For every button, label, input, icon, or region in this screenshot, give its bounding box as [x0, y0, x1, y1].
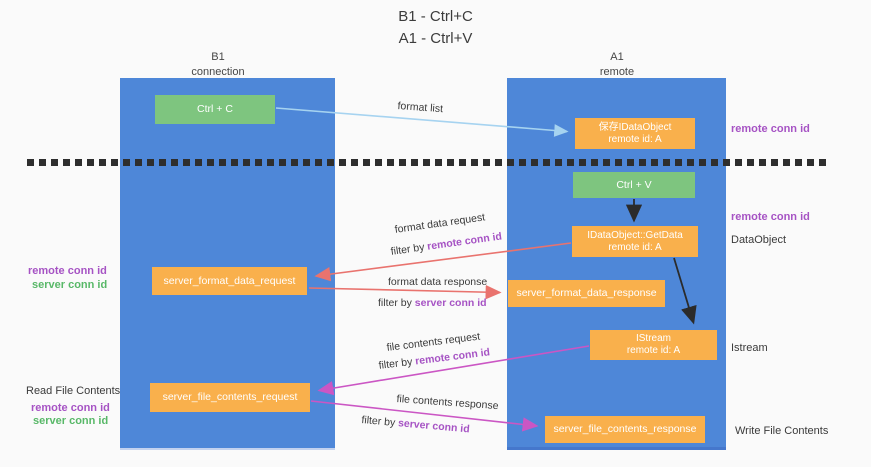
getdata-line1: IDataObject::GetData [587, 229, 683, 241]
write-file-contents-label: Write File Contents [735, 425, 829, 437]
filter-by-remote-label-1: filter by remote conn id [390, 230, 503, 257]
right-column-header: A1 remote [557, 50, 677, 80]
file-response-label: server_file_contents_response [553, 423, 697, 436]
left-remote-conn-id-bottom: remote conn id [31, 402, 110, 414]
filter-prefix-1: filter by [390, 240, 429, 258]
left-server-conn-id-mid: server conn id [32, 279, 108, 291]
diagram-title: B1 - Ctrl+C A1 - Ctrl+V [0, 6, 871, 50]
title-line-1: B1 - Ctrl+C [398, 8, 473, 25]
save-idataobject-line1: 保存IDataObject [598, 121, 672, 133]
server-format-data-request-box: server_format_data_request [152, 267, 307, 295]
save-idataobject-line2: remote id: A [608, 133, 662, 145]
filter-prefix-3: filter by [378, 355, 416, 372]
server-file-contents-response-box: server_file_contents_response [545, 416, 705, 443]
ctrl-c-label: Ctrl + C [197, 103, 233, 116]
file-contents-response-label: file contents response [396, 393, 499, 413]
left-remote-conn-id-mid: remote conn id [28, 265, 107, 277]
format-data-request-label: format data request [394, 211, 486, 236]
filter-remote-1: remote conn id [426, 230, 503, 253]
filter-prefix-4: filter by [360, 414, 399, 430]
right-remote-conn-id-top: remote conn id [731, 123, 810, 135]
file-request-label: server_file_contents_request [162, 391, 298, 404]
left-header-role: connection [191, 65, 245, 78]
filter-remote-2: remote conn id [414, 346, 491, 368]
format-data-response-arrow [308, 284, 502, 300]
title-line-2: A1 - Ctrl+V [398, 29, 473, 47]
istream-line1: IStream [635, 333, 671, 344]
format-request-label: server_format_data_request [163, 274, 296, 287]
server-file-contents-request-box: server_file_contents_request [150, 383, 310, 412]
ctrl-v-label: Ctrl + V [616, 178, 652, 191]
right-header-role: remote [599, 65, 635, 78]
left-header-name: B1 [211, 51, 225, 63]
getdata-line2: remote id: A [608, 241, 662, 253]
read-file-contents-label: Read File Contents [26, 385, 121, 397]
ctrl-v-box: Ctrl + V [573, 172, 695, 198]
save-idataobject-box: 保存IDataObject remote id: A [575, 118, 695, 149]
ctrl-c-box: Ctrl + C [155, 95, 275, 124]
left-server-conn-id-bottom: server conn id [33, 415, 109, 427]
format-list-label: format list [397, 100, 444, 116]
istream-line2: remote id: A [626, 345, 681, 356]
server-format-data-response-box: server_format_data_response [508, 280, 665, 307]
right-header-name: A1 [610, 51, 624, 63]
filter-by-server-label-2: filter by server conn id [361, 414, 470, 435]
filter-prefix-2: filter by [378, 297, 415, 309]
idataobject-getdata-box: IDataObject::GetData remote id: A [572, 226, 698, 257]
filter-by-server-label-1: filter by server conn id [378, 297, 487, 309]
dataobject-label: DataObject [731, 234, 787, 246]
right-remote-conn-id-mid: remote conn id [731, 211, 810, 223]
format-data-response-label: format data response [388, 276, 488, 288]
istream-side-label: Istream [731, 342, 768, 354]
filter-server-1: server conn id [414, 297, 487, 309]
filter-server-2: server conn id [397, 417, 471, 436]
left-column-header: B1 connection [158, 50, 278, 80]
istream-box: IStream remote id: A [590, 330, 717, 360]
format-response-label: server_format_data_response [516, 287, 657, 300]
